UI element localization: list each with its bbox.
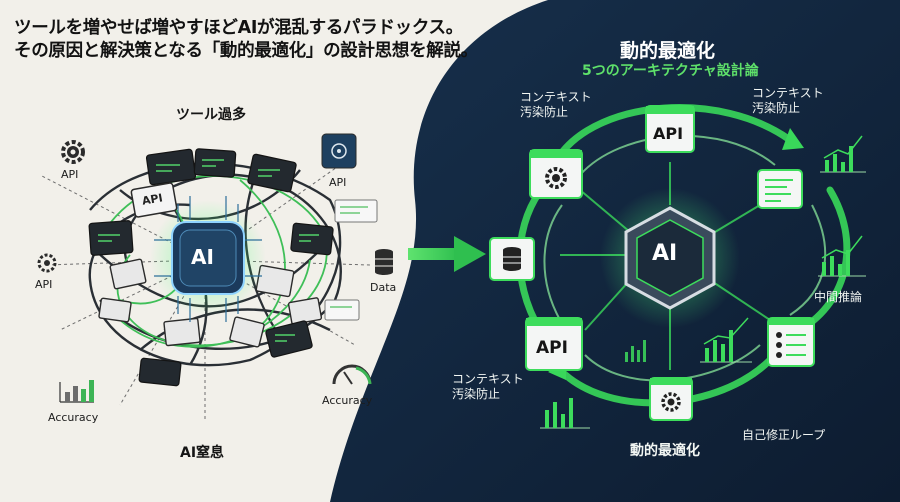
transition-arrow [408, 236, 486, 272]
header-line-2: その原因と解決策となる「動的最適化」の設計思想を解説。 [14, 41, 478, 61]
accuracy-right-label: Accuracy [322, 394, 373, 407]
accuracy-chart-icon [59, 380, 94, 403]
database-card [489, 237, 535, 281]
api-card-left-label: API [536, 338, 568, 358]
label-bottom-left: コンテキスト 汚染防止 [452, 372, 524, 401]
bar-chart-bottom-left [540, 398, 590, 429]
left-top-label: ツール過多 [176, 107, 246, 123]
header-line-1: ツールを増やせば増やすほどAIが混乱するパラドックス。 [14, 18, 463, 38]
data-label: Data [370, 281, 397, 294]
right-flow [489, 104, 866, 429]
api-left-label: API [35, 278, 53, 291]
right-title: 動的最適化 [620, 40, 716, 62]
right-subtitle: 5つのアーキテクチャ設計論 [582, 63, 759, 79]
gear-card-bottom [649, 377, 693, 421]
gear-icon-left-mid [37, 253, 57, 273]
document-card [757, 169, 803, 209]
settings-card [767, 317, 815, 367]
bar-chart-right [818, 235, 866, 277]
gear-card-top-left [529, 149, 583, 199]
label-bottom-center: 動的最適化 [630, 443, 700, 459]
left-bottom-label: AI窒息 [180, 445, 225, 461]
label-top-left: コンテキスト 汚染防止 [520, 90, 592, 119]
bar-chart-top-right [820, 135, 866, 173]
chip-icon-right [321, 133, 357, 169]
right-core-label: AI [652, 241, 678, 266]
api-card-top-label: API [653, 124, 684, 143]
left-core-label: AI [191, 245, 214, 269]
label-bottom-right: 自己修正ループ [742, 428, 826, 442]
api-card-left [525, 317, 583, 371]
label-top-right: コンテキスト 汚染防止 [752, 86, 824, 115]
accuracy-left-label: Accuracy [48, 411, 99, 424]
bar-chart-center-right [700, 317, 752, 363]
api-gear-label: API [61, 168, 79, 181]
gear-icon-left [61, 140, 85, 164]
label-middle-right: 中間推論 [814, 290, 863, 304]
api-card-top [645, 105, 695, 153]
database-icon [375, 249, 393, 275]
bar-chart-lower-center [625, 340, 646, 362]
gauge-icon [332, 364, 372, 385]
api-chip-label: API [329, 176, 347, 189]
left-tangle [37, 133, 393, 420]
